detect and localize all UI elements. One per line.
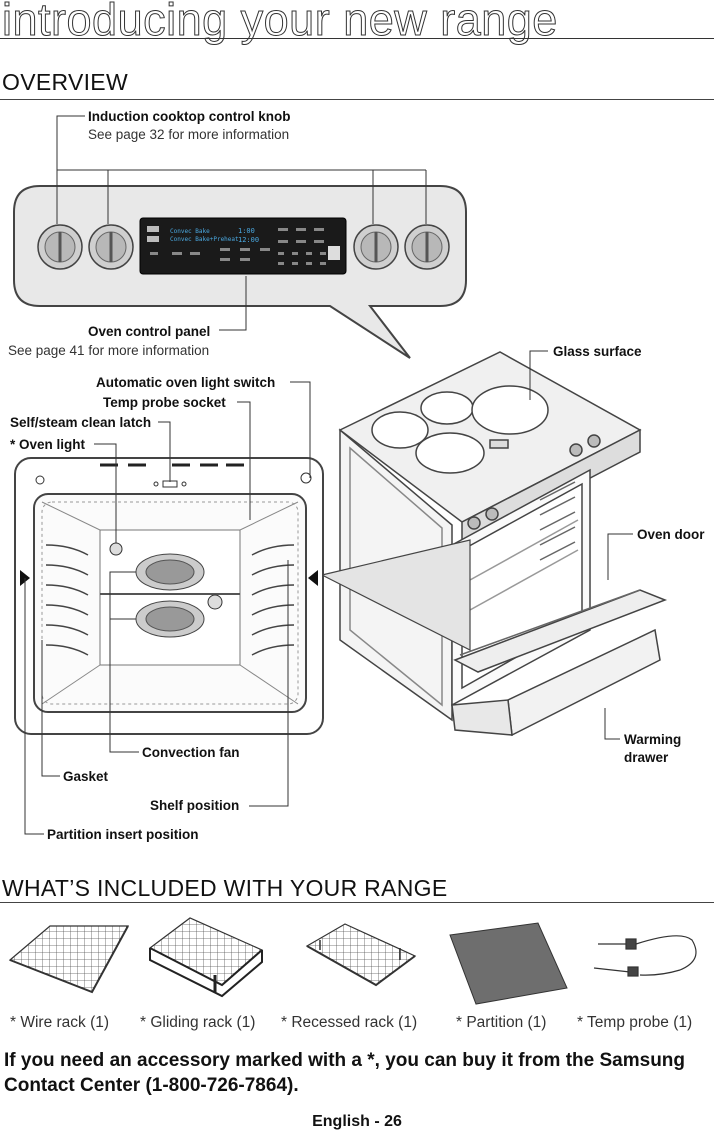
label-light-switch: Automatic oven light switch: [96, 375, 276, 390]
accessory-partition: * Partition (1): [456, 1014, 547, 1031]
accessory-purchase-note: If you need an accessory marked with a *…: [4, 1050, 686, 1096]
overview-heading: OVERVIEW: [2, 69, 128, 95]
label-panel: Oven control panel: [88, 324, 211, 339]
knob-4: [404, 224, 450, 270]
accessory-wire-rack: * Wire rack (1): [10, 1014, 110, 1031]
label-glass-surface: Glass surface: [553, 344, 642, 359]
zoom-wedge: [320, 539, 471, 651]
label-panel-sub: See page 41 for more information: [8, 343, 210, 358]
display-time-1: 1:00: [238, 227, 255, 235]
label-gasket: Gasket: [63, 769, 109, 784]
label-probe-socket: Temp probe socket: [103, 395, 226, 410]
display-line-2: Convec Bake+Preheat: [170, 236, 239, 243]
display-line-1: Convec Bake: [170, 228, 210, 235]
label-oven-door: Oven door: [637, 527, 705, 542]
accessory-recessed-rack: * Recessed rack (1): [281, 1014, 418, 1031]
page-footer: English - 26: [312, 1113, 402, 1130]
label-oven-light: * Oven light: [10, 437, 86, 452]
included-heading: WHAT’S INCLUDED WITH YOUR RANGE: [2, 875, 448, 901]
label-knob: Induction cooktop control knob: [88, 109, 291, 124]
knob-leader-lines: [56, 115, 427, 224]
label-shelf-position: Shelf position: [150, 798, 240, 813]
oven-interior-panel: [14, 457, 324, 735]
range-body: [338, 351, 668, 737]
included-rule: [0, 902, 714, 903]
label-clean-latch: Self/steam clean latch: [10, 415, 152, 430]
page-title: introducing your new range: [2, 0, 558, 46]
overview-rule: [0, 99, 714, 100]
accessory-temp-probe: * Temp probe (1): [577, 1014, 693, 1031]
control-panel-callout: Convec Bake Convec Bake+Preheat 1:00 12:…: [13, 185, 467, 359]
control-panel-display: [139, 217, 347, 275]
label-knob-sub: See page 32 for more information: [88, 127, 290, 142]
title-rule: [0, 38, 714, 39]
knob-3: [353, 224, 399, 270]
label-warming-2: drawer: [624, 750, 669, 765]
label-warming-1: Warming: [624, 732, 682, 747]
display-time-2: 12:00: [238, 236, 259, 244]
label-convection-fan: Convection fan: [142, 745, 240, 760]
knob-2: [88, 224, 134, 270]
interior-leader-lines: [24, 350, 633, 835]
knob-1: [37, 224, 83, 270]
accessory-gliding-rack: * Gliding rack (1): [140, 1014, 256, 1031]
label-partition-position: Partition insert position: [47, 827, 199, 842]
